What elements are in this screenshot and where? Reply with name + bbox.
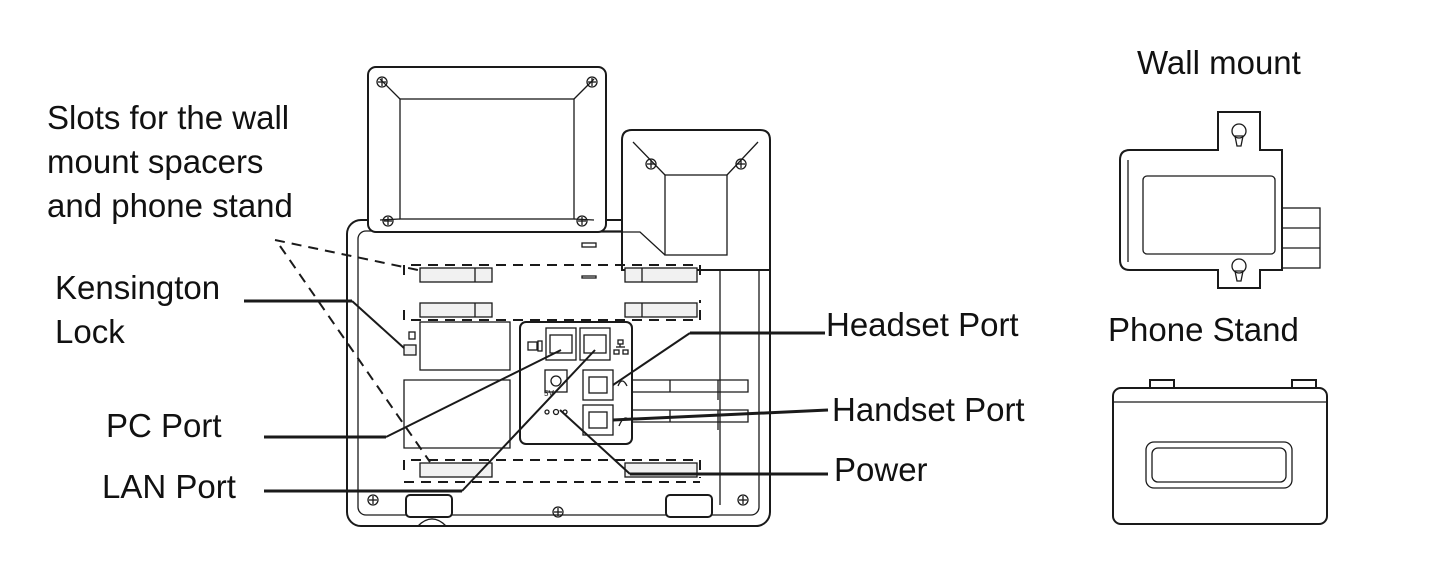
recess-panel bbox=[403, 379, 511, 449]
indicator-mark bbox=[581, 275, 597, 279]
pc-icon bbox=[527, 340, 543, 352]
slots-label-line3: and phone stand bbox=[47, 187, 293, 224]
wall-mount-bracket bbox=[1119, 111, 1321, 289]
wall-mount-label: Wall mount bbox=[1137, 44, 1301, 81]
top-stand-left bbox=[367, 66, 607, 233]
kensington-label: Kensington Lock bbox=[55, 266, 220, 354]
power-label: Power bbox=[834, 451, 928, 488]
phone-stand-block bbox=[1112, 379, 1328, 525]
handset-port-label: Handset Port bbox=[832, 391, 1025, 428]
phone-stand-label: Phone Stand bbox=[1108, 311, 1299, 348]
kensington-label-line1: Kensington bbox=[55, 269, 221, 306]
screw-icon bbox=[367, 76, 749, 518]
top-stand-right bbox=[600, 129, 771, 271]
headset-icon bbox=[617, 380, 628, 387]
recess-panel bbox=[419, 321, 511, 371]
headset-port-label: Headset Port bbox=[826, 306, 1019, 343]
keyhole-icon bbox=[1231, 123, 1247, 282]
slots-label-line1: Slots for the wall bbox=[47, 99, 290, 136]
slots-label: Slots for the wall mount spacers and pho… bbox=[47, 96, 293, 228]
slot-tabs bbox=[419, 267, 698, 478]
network-icon bbox=[613, 339, 629, 355]
lan-port-jack bbox=[579, 327, 611, 361]
slots-label-line2: mount spacers bbox=[47, 143, 264, 180]
pc-port-label: PC Port bbox=[106, 407, 222, 444]
pc-port-jack bbox=[545, 327, 577, 361]
lan-port-label: LAN Port bbox=[102, 468, 236, 505]
lock-icon bbox=[403, 331, 417, 356]
wall-mount-slots bbox=[403, 264, 701, 483]
kensington-label-line2: Lock bbox=[55, 313, 125, 350]
phone-feet bbox=[405, 494, 713, 527]
indicator-mark bbox=[581, 242, 597, 248]
dc-voltage-mark: 5V bbox=[544, 389, 554, 398]
leader-lines bbox=[244, 239, 829, 493]
